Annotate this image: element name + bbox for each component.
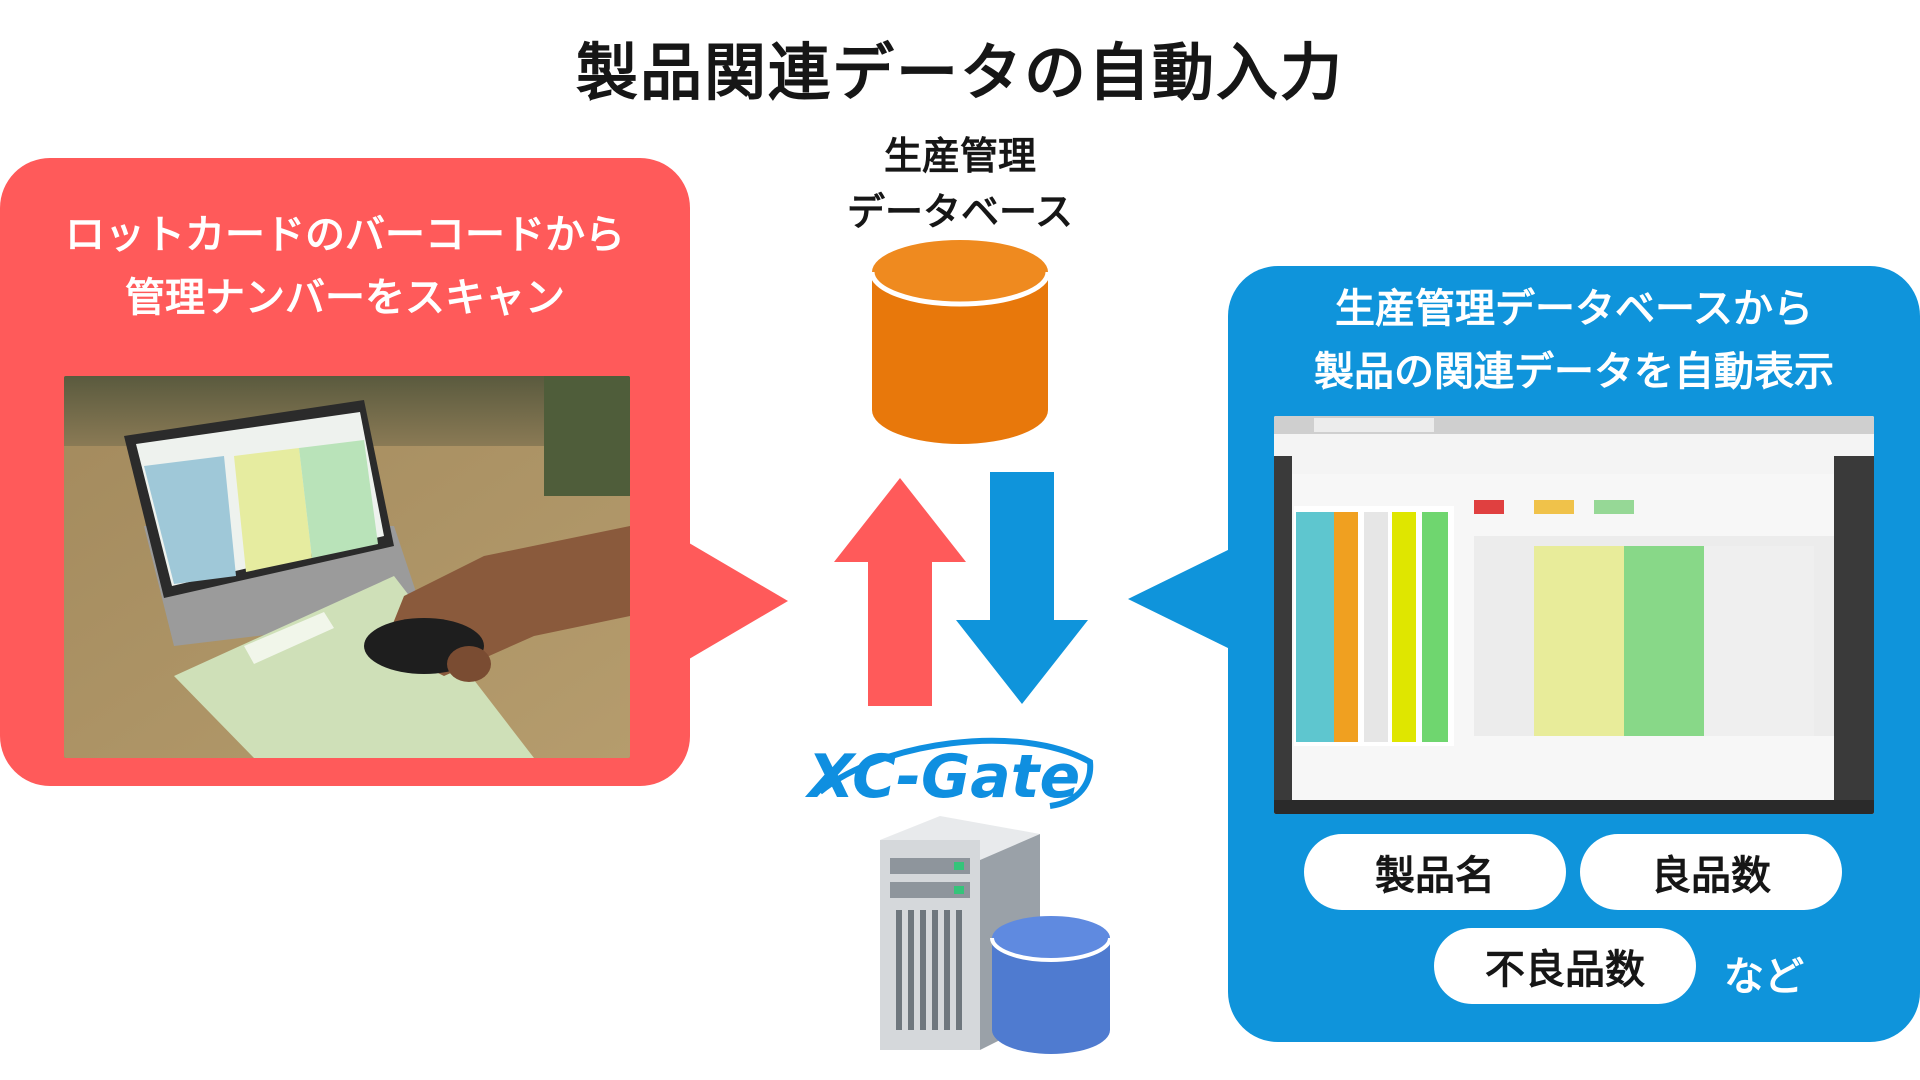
left-panel-line2: 管理ナンバーをスキャン [125, 275, 565, 321]
right-panel-line2: 製品の関連データを自動表示 [1314, 349, 1834, 395]
right-callout-pointer [1128, 548, 1232, 650]
database-label: 生産管理 データベース [800, 128, 1120, 240]
right-panel-text: 生産管理データベースから 製品の関連データを自動表示 [1228, 278, 1920, 404]
item-pill-defect-count: 不良品数 [1434, 928, 1696, 1004]
item-suffix-etc: など [1724, 954, 1804, 1000]
left-panel-line1: ロットカードのバーコードから [65, 212, 625, 258]
scanner-photo [64, 376, 630, 758]
logo-text: XC-Gate [808, 742, 1081, 812]
monitor-screenshot [1274, 416, 1874, 814]
arrow-up-icon [834, 478, 966, 706]
database-label-line1: 生産管理 [883, 134, 1036, 178]
right-panel-line1: 生産管理データベースから [1335, 286, 1813, 332]
left-callout-pointer [684, 540, 788, 662]
arrow-down-icon [956, 472, 1088, 704]
item-pill-good-count: 良品数 [1580, 834, 1842, 910]
logo-swoosh-icon [818, 737, 1094, 809]
database-icon [869, 240, 1051, 444]
database-small-icon [990, 916, 1112, 1054]
left-panel-text: ロットカードのバーコードから 管理ナンバーをスキャン [0, 204, 690, 330]
database-label-line2: データベース [846, 190, 1074, 234]
item-pill-product-name: 製品名 [1304, 834, 1566, 910]
xc-gate-logo: XC-Gate [800, 722, 1100, 822]
page-title: 製品関連データの自動入力 [575, 36, 1344, 109]
